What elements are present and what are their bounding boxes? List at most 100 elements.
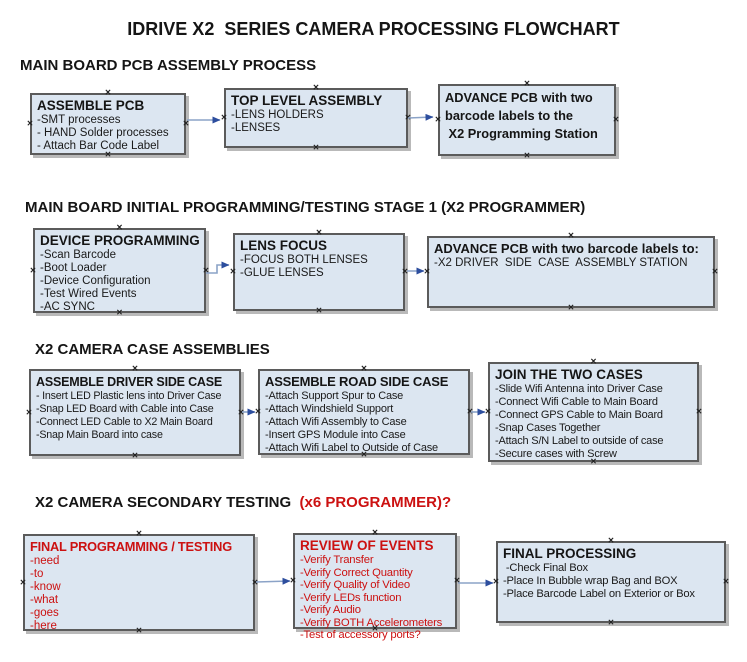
connection-handle-left-icon[interactable]: ✕ [289, 576, 297, 585]
section-heading-case-assemblies: X2 CAMERA CASE ASSEMBLIES [35, 341, 270, 358]
connection-handle-left-icon[interactable]: ✕ [423, 267, 431, 276]
box-items: -Check Final Box-Place In Bubble wrap Ba… [503, 562, 719, 601]
box-items: - Insert LED Plastic lens into Driver Ca… [36, 390, 234, 442]
box-item: -know [30, 581, 61, 593]
box-title: FINAL PROCESSING [503, 546, 637, 561]
flow-box-device-programming[interactable]: DEVICE PROGRAMMING -Scan Barcode-Boot Lo… [30, 224, 210, 317]
box-item: -Test of accessory ports? [300, 629, 421, 641]
connection-handle-right-icon[interactable]: ✕ [711, 267, 719, 276]
connection-handle-bottom-icon[interactable]: ✕ [131, 451, 139, 460]
box-item: -Snap Cases Together [495, 422, 601, 434]
connection-handle-top-icon[interactable]: ✕ [312, 83, 320, 92]
connection-handle-left-icon[interactable]: ✕ [492, 577, 500, 586]
flow-box-final-programming-testing[interactable]: FINAL PROGRAMMING / TESTING -need-to-kno… [20, 530, 259, 635]
connection-handle-left-icon[interactable]: ✕ [29, 265, 37, 275]
connection-handle-top-icon[interactable]: ✕ [607, 536, 615, 545]
connection-handle-bottom-icon[interactable]: ✕ [360, 450, 368, 459]
page-title: IDRIVE X2 SERIES CAMERA PROCESSING FLOWC… [127, 19, 620, 39]
connection-handle-bottom-icon[interactable]: ✕ [607, 618, 615, 627]
box-title: ASSEMBLE ROAD SIDE CASE [265, 374, 449, 389]
flow-box-assemble-road-side-case[interactable]: ASSEMBLE ROAD SIDE CASE -Attach Support … [255, 365, 474, 459]
box-items: -Attach Support Spur to Case-Attach Wind… [265, 390, 463, 455]
connection-handle-top-icon[interactable]: ✕ [131, 364, 139, 373]
connection-handle-top-icon[interactable]: ✕ [116, 223, 123, 232]
connection-handle-bottom-icon[interactable]: ✕ [116, 308, 123, 317]
connection-handle-right-icon[interactable]: ✕ [612, 115, 620, 124]
box-item: -Connect GPS Cable to Main Board [495, 409, 663, 421]
connection-handle-right-icon[interactable]: ✕ [453, 576, 461, 585]
flow-box-advance-pcb-driver-side-station[interactable]: ADVANCE PCB with two barcode labels to: … [424, 232, 719, 312]
connection-handle-right-icon[interactable]: ✕ [722, 577, 730, 586]
box-item: -X2 DRIVER SIDE CASE ASSEMBLY STATION [434, 257, 688, 269]
connection-handle-bottom-icon[interactable]: ✕ [567, 303, 575, 312]
box-item: -Verify Audio [300, 604, 361, 616]
box-item: -Place Barcode Label on Exterior or Box [503, 588, 695, 600]
flow-box-join-two-cases[interactable]: JOIN THE TWO CASES -Slide Wifi Antenna i… [485, 358, 703, 466]
connection-handle-top-icon[interactable]: ✕ [371, 528, 379, 537]
connection-handle-bottom-icon[interactable]: ✕ [590, 457, 597, 466]
connection-handle-left-icon[interactable]: ✕ [254, 407, 262, 416]
connection-handle-left-icon[interactable]: ✕ [25, 407, 33, 417]
box-item: - Attach Bar Code Label [37, 140, 160, 152]
connection-handle-left-icon[interactable]: ✕ [434, 115, 442, 124]
connection-handle-top-icon[interactable]: ✕ [104, 88, 112, 97]
connection-handle-right-icon[interactable]: ✕ [251, 577, 259, 587]
connection-handle-top-icon[interactable]: ✕ [567, 231, 575, 240]
box-item: -GLUE LENSES [240, 267, 324, 279]
flow-box-assemble-pcb[interactable]: ASSEMBLE PCB -SMT processes- HAND Solder… [27, 89, 190, 159]
box-item: - Insert LED Plastic lens into Driver Ca… [36, 390, 222, 402]
connection-handle-right-icon[interactable]: ✕ [401, 267, 409, 276]
flow-box-top-level-assembly[interactable]: TOP LEVEL ASSEMBLY -LENS HOLDERS-LENSES … [221, 84, 412, 152]
box-title: LENS FOCUS [240, 238, 328, 253]
connection-handle-bottom-icon[interactable]: ✕ [523, 151, 531, 160]
box-item: -Boot Loader [40, 262, 107, 274]
box-title: ASSEMBLE DRIVER SIDE CASE [36, 375, 223, 389]
connection-handle-bottom-icon[interactable]: ✕ [312, 143, 320, 152]
flow-box-assemble-driver-side-case[interactable]: ASSEMBLE DRIVER SIDE CASE - Insert LED P… [26, 365, 245, 460]
connection-handle-top-icon[interactable]: ✕ [360, 364, 368, 373]
section-heading-initial-programming: MAIN BOARD INITIAL PROGRAMMING/TESTING S… [25, 199, 586, 216]
flow-box-advance-pcb-programming-station[interactable]: ADVANCE PCB with two barcode labels to t… [435, 80, 620, 160]
flow-box-lens-focus[interactable]: LENS FOCUS -FOCUS BOTH LENSES-GLUE LENSE… [230, 229, 409, 315]
connection-handle-bottom-icon[interactable]: ✕ [315, 306, 323, 315]
connection-handle-left-icon[interactable]: ✕ [229, 267, 237, 276]
connection-handle-right-icon[interactable]: ✕ [695, 407, 703, 416]
box-item: -to [30, 568, 44, 580]
connection-handle-right-icon[interactable]: ✕ [202, 265, 210, 275]
connection-handle-right-icon[interactable]: ✕ [404, 113, 412, 122]
box-item: -FOCUS BOTH LENSES [240, 254, 368, 266]
box-item: -goes [30, 607, 59, 619]
connection-handle-left-icon[interactable]: ✕ [220, 113, 228, 122]
connection-handle-left-icon[interactable]: ✕ [19, 577, 27, 587]
box-items: -SMT processes- HAND Solder processes- A… [37, 114, 179, 153]
box-title: REVIEW OF EVENTS [300, 538, 434, 553]
box-title: ADVANCE PCB with two barcode labels to t… [445, 90, 598, 141]
connector-arrow-r4-a-b [255, 577, 291, 585]
connection-handle-bottom-icon[interactable]: ✕ [104, 150, 112, 159]
box-item: -LENSES [231, 122, 281, 134]
connection-handle-bottom-icon[interactable]: ✕ [371, 624, 379, 633]
connection-handle-right-icon[interactable]: ✕ [466, 407, 474, 416]
connection-handle-left-icon[interactable]: ✕ [26, 119, 34, 128]
box-items: -FOCUS BOTH LENSES-GLUE LENSES [240, 254, 398, 280]
connection-handle-top-icon[interactable]: ✕ [590, 357, 597, 366]
box-item: -Slide Wifi Antenna into Driver Case [495, 383, 663, 395]
connection-handle-top-icon[interactable]: ✕ [315, 228, 323, 237]
flow-box-review-of-events[interactable]: REVIEW OF EVENTS -Verify Transfer-Verify… [290, 529, 461, 642]
box-item: -Connect Wifi Cable to Main Board [495, 396, 658, 408]
box-item: -Connect LED Cable to X2 Main Board [36, 416, 213, 428]
box-item: -Attach Wifi Label to Outside of Case [265, 442, 438, 454]
connection-handle-bottom-icon[interactable]: ✕ [135, 626, 143, 635]
connection-handle-top-icon[interactable]: ✕ [135, 529, 143, 538]
connection-handle-left-icon[interactable]: ✕ [484, 407, 492, 416]
flow-box-final-processing[interactable]: FINAL PROCESSING -Check Final Box-Place … [493, 537, 730, 627]
box-items: -LENS HOLDERS-LENSES [231, 109, 401, 135]
box-title: ADVANCE PCB with two barcode labels to: [434, 241, 699, 256]
box-item: -Insert GPS Module into Case [265, 429, 406, 441]
box-item: -Attach Wifi Assembly to Case [265, 416, 407, 428]
connection-handle-top-icon[interactable]: ✕ [523, 79, 531, 88]
connection-handle-right-icon[interactable]: ✕ [237, 407, 245, 417]
box-title: ASSEMBLE PCB [37, 98, 145, 113]
connection-handle-right-icon[interactable]: ✕ [182, 119, 190, 128]
section-heading-secondary-testing: X2 CAMERA SECONDARY TESTING (x6 PROGRAMM… [35, 494, 451, 511]
